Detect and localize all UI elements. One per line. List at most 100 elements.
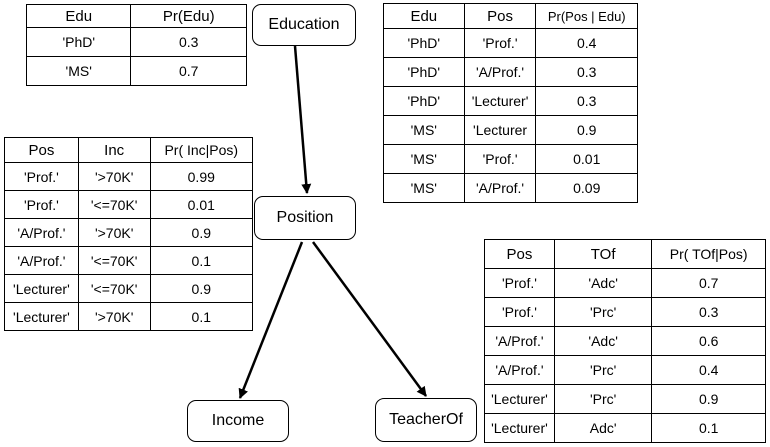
table-row: 'MS' 'Prof.' 0.01 <box>383 144 638 174</box>
table-cell: 0.9 <box>149 274 254 303</box>
table-row: 'PhD' 'A/Prof.' 0.3 <box>383 57 638 87</box>
table-row: 'A/Prof.' '<=70K' 0.1 <box>4 246 254 275</box>
table-row: 'Lecturer' 'Prc' 0.9 <box>484 384 766 414</box>
table-inc-given-pos: Pos Inc Pr( Inc|Pos) 'Prof.' '>70K' 0.99… <box>4 137 254 331</box>
table-cell: 'Prof.' <box>463 144 537 174</box>
table-cell: 'Lecturer' <box>4 274 79 303</box>
table-cell: 0.3 <box>535 86 638 116</box>
table-cell: '<=70K' <box>77 274 151 303</box>
table-cell: 'Lecturer' <box>484 384 555 414</box>
table-cell: 0.7 <box>651 268 766 298</box>
table-cell: '>70K' <box>77 218 151 247</box>
table-cell: 0.6 <box>651 326 766 356</box>
table-cell: 0.1 <box>149 246 254 275</box>
edge-position-income <box>238 241 304 399</box>
table-row: 'Lecturer' '<=70K' 0.9 <box>4 274 254 303</box>
table-cell: 'Prof.' <box>484 268 555 298</box>
table-cell: 0.9 <box>149 218 254 247</box>
table-cell: 0.3 <box>651 297 766 327</box>
table-cell: 'Adc' <box>553 326 653 356</box>
table-edu: Edu Pr(Edu) 'PhD' 0.3 'MS' 0.7 <box>25 4 247 86</box>
table-cell: 'Lecturer' <box>4 302 79 331</box>
table-cell: 'A/Prof.' <box>4 218 79 247</box>
node-income: Income <box>187 400 289 442</box>
table-cell: '>70K' <box>77 302 151 331</box>
table-cell: 'A/Prof.' <box>4 246 79 275</box>
table-cell: 0.1 <box>149 302 254 331</box>
table-cell: 0.3 <box>535 57 638 87</box>
table-row: 'A/Prof.' 'Adc' 0.6 <box>484 326 766 356</box>
table-inc-given-pos-header: Pos <box>4 137 79 163</box>
table-cell: 'A/Prof.' <box>484 355 555 385</box>
table-row: 'PhD' 0.3 <box>25 27 247 57</box>
table-row: 'MS' 0.7 <box>25 56 247 86</box>
table-cell: 'MS' <box>25 56 132 86</box>
table-cell: 'MS' <box>383 144 465 174</box>
table-tof-given-pos-header: Pos <box>484 239 555 269</box>
table-pos-given-edu-header: Pr(Pos | Edu) <box>535 3 638 29</box>
table-cell: 'Prc' <box>553 384 653 414</box>
node-education: Education <box>252 4 356 46</box>
table-row: 'Prof.' 'Adc' 0.7 <box>484 268 766 298</box>
table-cell: 'Prc' <box>553 355 653 385</box>
node-education-label: Education <box>268 16 340 33</box>
table-edu-header: Pr(Edu) <box>130 4 247 28</box>
table-cell: 'PhD' <box>383 28 465 58</box>
table-cell: 'PhD' <box>383 57 465 87</box>
table-cell: 'Prc' <box>553 297 653 327</box>
table-cell: 0.09 <box>535 173 638 203</box>
table-pos-given-edu-header: Edu <box>383 3 465 29</box>
table-cell: 0.7 <box>130 56 247 86</box>
node-teacherof-label: TeacherOf <box>389 411 463 428</box>
table-tof-given-pos-header: TOf <box>553 239 653 269</box>
table-cell: 0.01 <box>535 144 638 174</box>
table-row: 'Lecturer' '>70K' 0.1 <box>4 302 254 331</box>
node-position-label: Position <box>276 209 334 226</box>
node-position: Position <box>254 196 356 240</box>
table-cell: 'MS' <box>383 115 465 145</box>
table-cell: '<=70K' <box>77 190 151 219</box>
table-cell: 'Prof.' <box>463 28 537 58</box>
table-tof-given-pos: Pos TOf Pr( TOf|Pos) 'Prof.' 'Adc' 0.7 '… <box>484 239 766 443</box>
table-cell: '>70K' <box>77 162 151 191</box>
table-cell: 0.1 <box>651 413 766 443</box>
table-cell: 'Prof.' <box>4 162 79 191</box>
table-cell: 'Lecturer <box>463 115 537 145</box>
table-cell: Adc' <box>553 413 653 443</box>
table-cell: 'Prof.' <box>4 190 79 219</box>
table-row: 'A/Prof.' 'Prc' 0.4 <box>484 355 766 385</box>
table-cell: 'Adc' <box>553 268 653 298</box>
table-cell: 0.3 <box>130 27 247 57</box>
table-cell: 0.4 <box>535 28 638 58</box>
table-pos-given-edu-header: Pos <box>463 3 537 29</box>
table-cell: 0.9 <box>535 115 638 145</box>
edge-education-position <box>293 45 312 194</box>
table-cell: 0.99 <box>149 162 254 191</box>
table-pos-given-edu: Edu Pos Pr(Pos | Edu) 'PhD' 'Prof.' 0.4 … <box>383 3 638 203</box>
table-tof-given-pos-header: Pr( TOf|Pos) <box>651 239 766 269</box>
node-income-label: Income <box>211 412 265 429</box>
table-inc-given-pos-header: Inc <box>77 137 151 163</box>
table-row: 'PhD' 'Lecturer' 0.3 <box>383 86 638 116</box>
table-row: 'Prof.' 'Prc' 0.3 <box>484 297 766 327</box>
table-row: 'Lecturer' Adc' 0.1 <box>484 413 766 443</box>
node-teacherof: TeacherOf <box>375 398 477 442</box>
table-cell: 'A/Prof.' <box>463 57 537 87</box>
table-row: 'A/Prof.' '>70K' 0.9 <box>4 218 254 247</box>
table-row: 'PhD' 'Prof.' 0.4 <box>383 28 638 58</box>
table-cell: 'Prof.' <box>484 297 555 327</box>
table-cell: 0.4 <box>651 355 766 385</box>
edge-position-teacherof <box>311 241 428 397</box>
table-cell: '<=70K' <box>77 246 151 275</box>
table-row: 'MS' 'Lecturer 0.9 <box>383 115 638 145</box>
table-cell: 'PhD' <box>383 86 465 116</box>
table-cell: 'A/Prof.' <box>484 326 555 356</box>
table-row: 'Prof.' '<=70K' 0.01 <box>4 190 254 219</box>
table-cell: 'MS' <box>383 173 465 203</box>
table-inc-given-pos-header: Pr( Inc|Pos) <box>149 137 254 163</box>
table-row: 'Prof.' '>70K' 0.99 <box>4 162 254 191</box>
table-edu-header: Edu <box>25 4 132 28</box>
table-cell: 'PhD' <box>25 27 132 57</box>
table-cell: 0.9 <box>651 384 766 414</box>
